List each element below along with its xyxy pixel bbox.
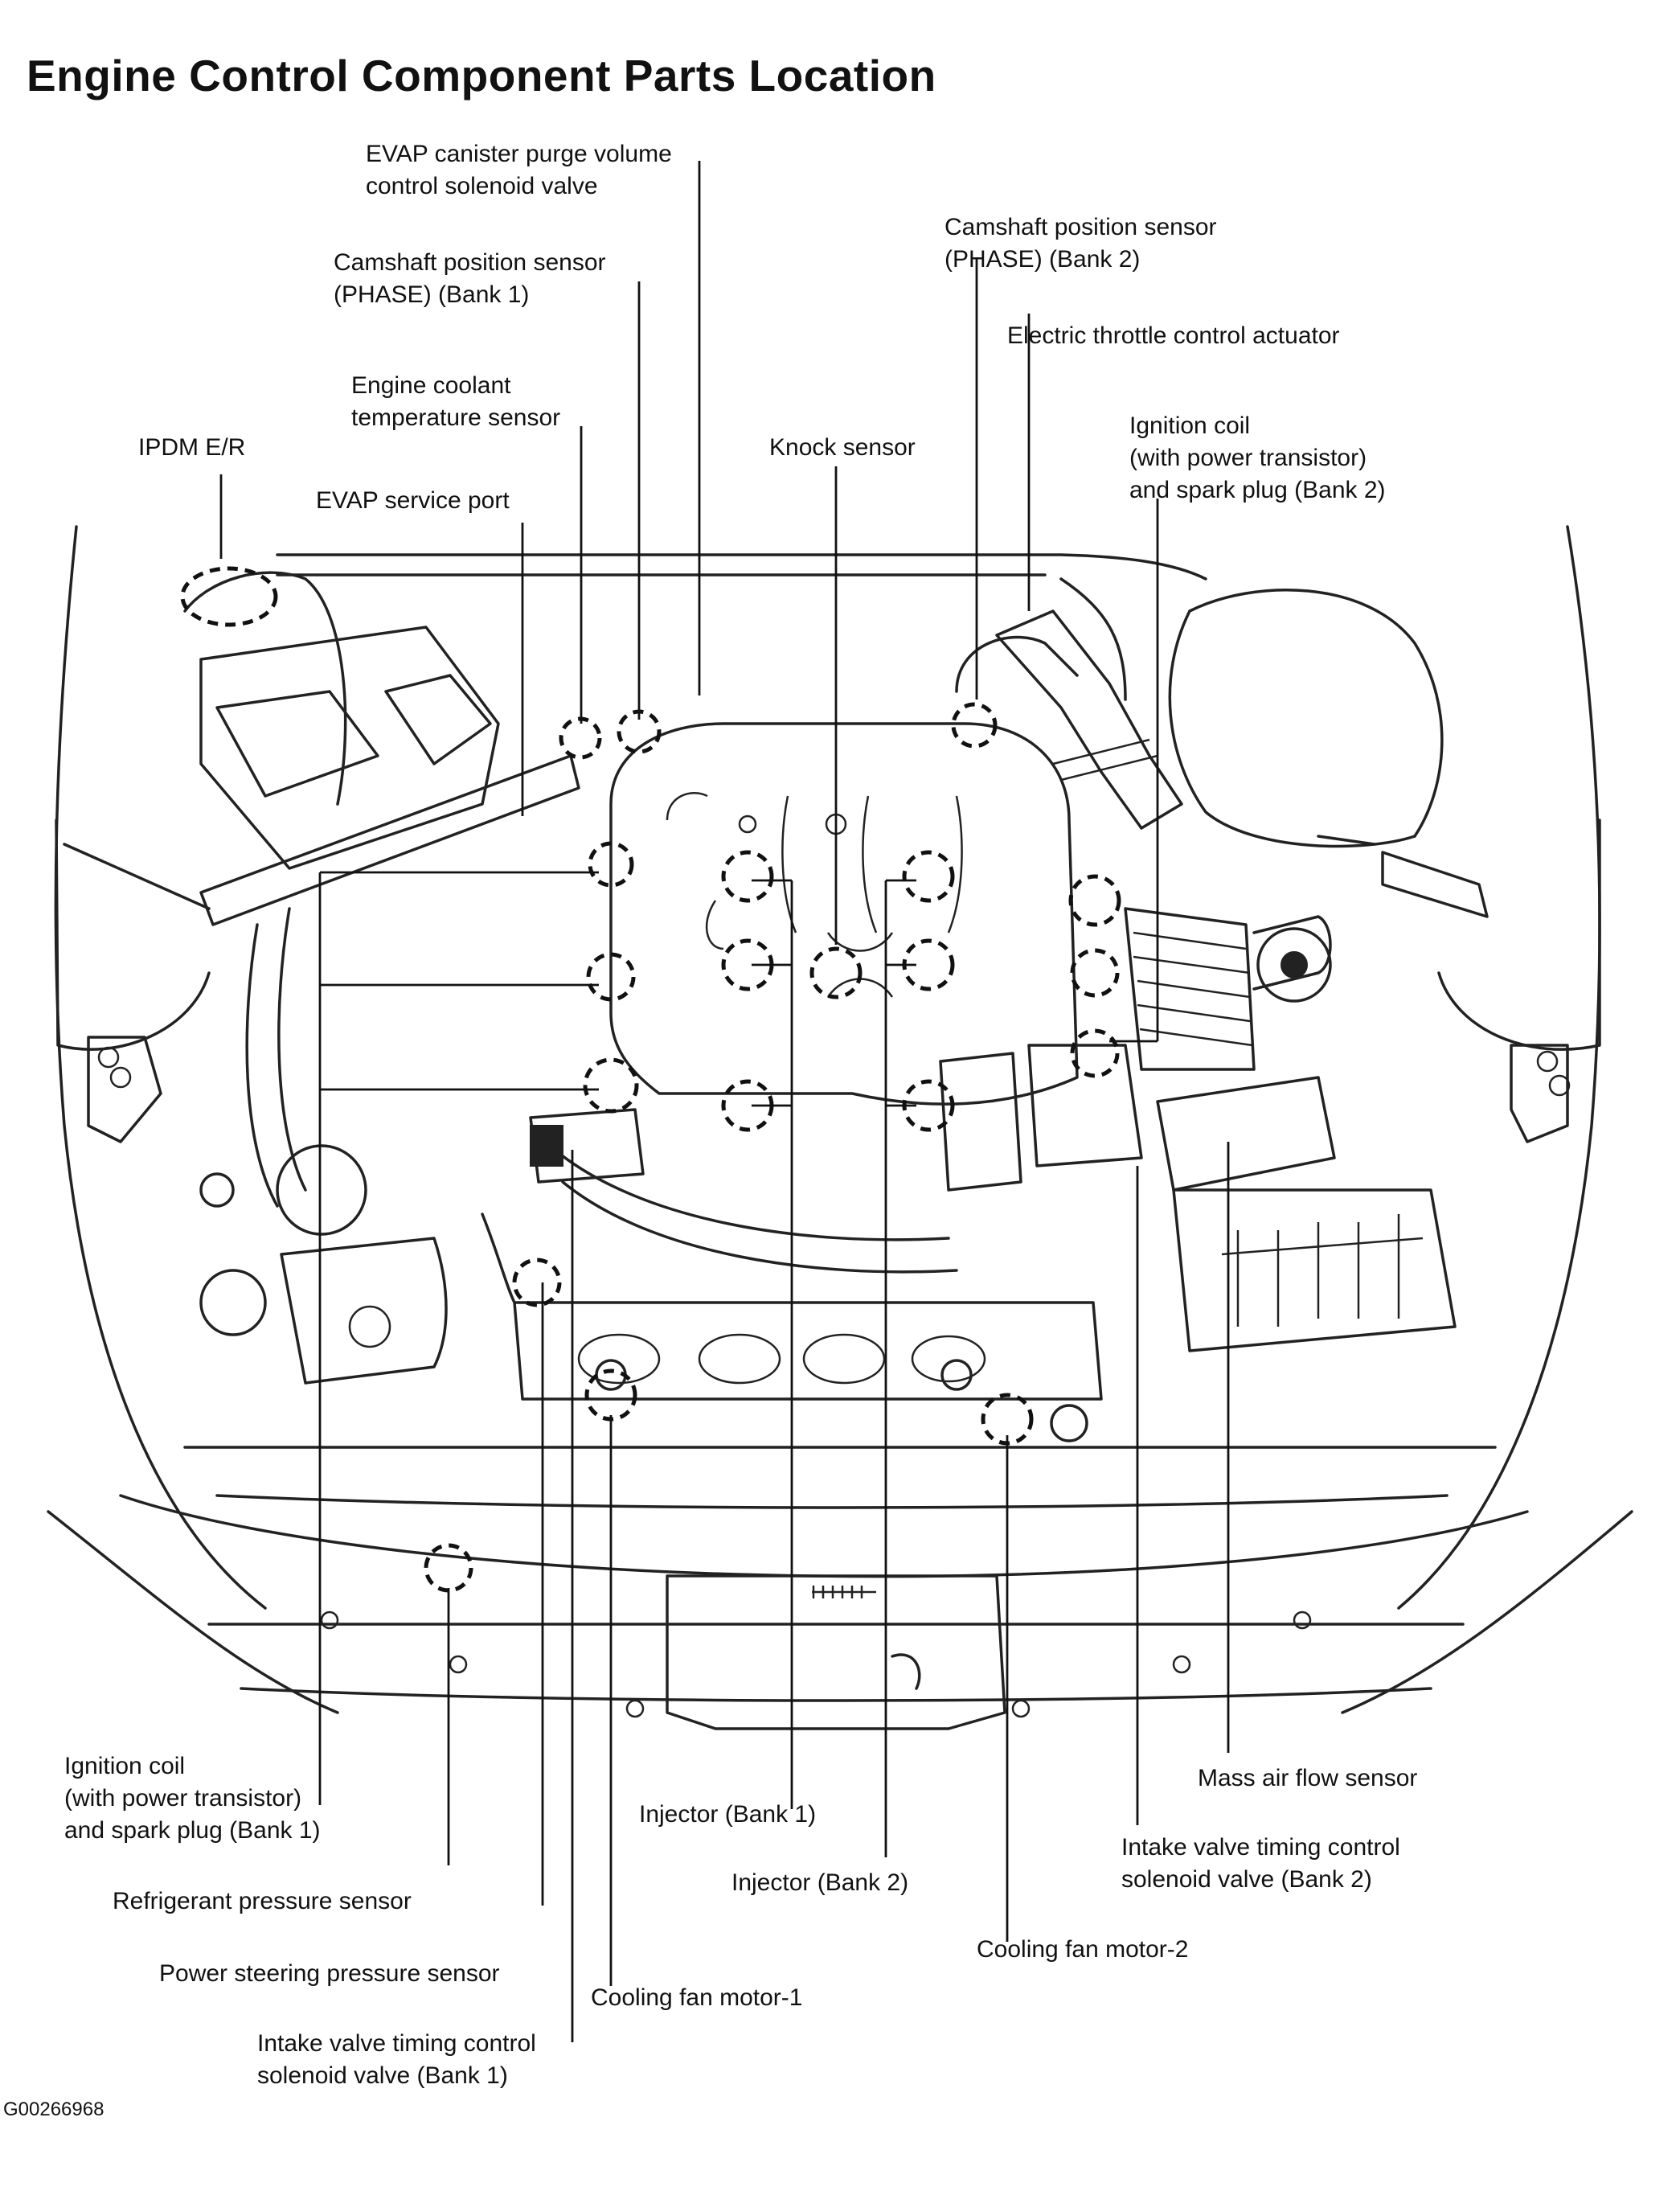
label-evap-port: EVAP service port [316,487,510,514]
label-power-steering: Power steering pressure sensor [159,1960,500,1987]
label-injector-b2: Injector (Bank 2) [731,1869,909,1896]
leader-lines [219,161,1230,2042]
label-cam-sensor-b1: Camshaft position sensor (PHASE) (Bank 1… [334,249,606,308]
label-cooling-fan-2: Cooling fan motor-2 [977,1936,1189,1963]
figure-id: G00266968 [3,2099,104,2120]
label-ign-coil-b2: Ignition coil (with power transistor) an… [1129,412,1386,503]
cam-sensor-b2-locator [951,702,998,749]
cam-sensor-b1-locator [617,709,662,754]
cooling-fan-1-locator [584,1368,637,1422]
label-maf: Mass air flow sensor [1198,1765,1418,1791]
coolant-temp-locator [559,716,602,760]
refrigerant-locator [424,1543,473,1593]
label-ign-coil-b1: Ignition coil (with power transistor) an… [64,1753,321,1844]
label-refrigerant: Refrigerant pressure sensor [113,1888,412,1914]
label-throttle-actuator: Electric throttle control actuator [1007,322,1340,349]
ipdm-locator [180,566,278,627]
component-locators [180,566,1121,1593]
knock-sensor-locator [809,946,863,999]
cooling-fan-2-locator [981,1393,1034,1446]
power-steering-locator [512,1258,562,1307]
label-cooling-fan-1: Cooling fan motor-1 [591,1984,803,2011]
label-coolant-temp: Engine coolant temperature sensor [351,372,561,431]
label-ivt-b2: Intake valve timing control solenoid val… [1121,1834,1400,1893]
label-ivt-b1: Intake valve timing control solenoid val… [257,2030,536,2089]
label-evap-purge: EVAP canister purge volume control solen… [366,141,672,199]
label-cam-sensor-b2: Camshaft position sensor (PHASE) (Bank 2… [944,214,1217,273]
label-knock-sensor: Knock sensor [769,434,916,461]
page-title: Engine Control Component Parts Location [27,51,936,101]
label-injector-b1: Injector (Bank 1) [639,1801,817,1828]
engine-bay-outline [47,525,1633,1730]
label-ipdm: IPDM E/R [138,434,246,461]
